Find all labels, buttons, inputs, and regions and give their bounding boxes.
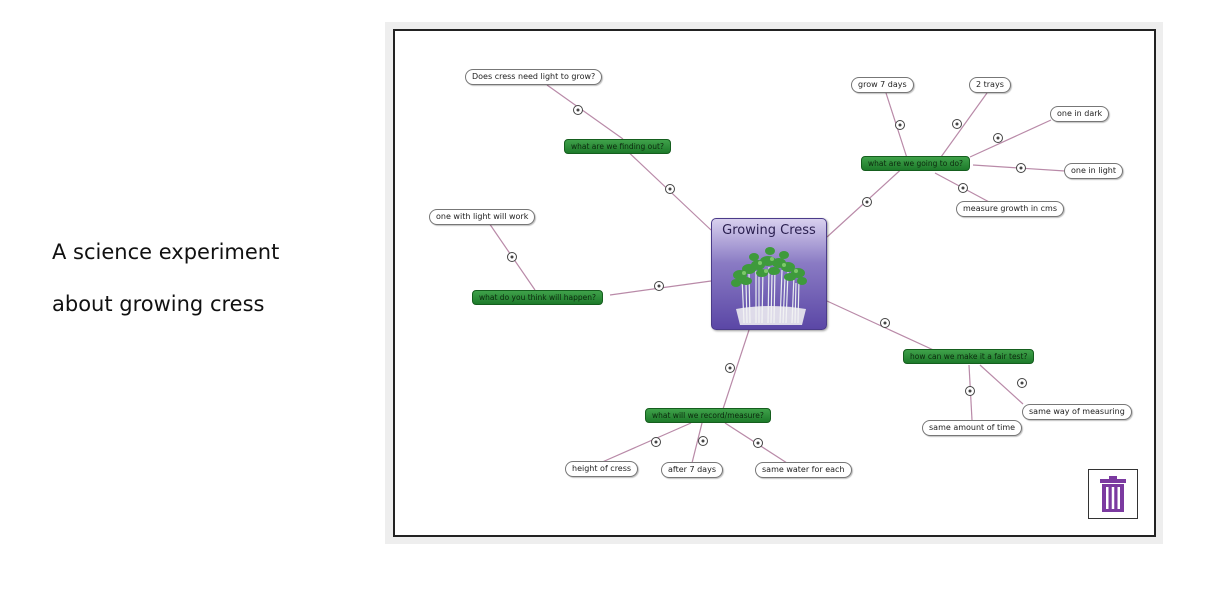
branch-node-will-happen[interactable]: what do you think will happen? xyxy=(472,290,603,305)
leaf-node[interactable]: 2 trays xyxy=(969,77,1011,93)
caption-line-1: A science experiment xyxy=(52,240,280,264)
mindmap-links xyxy=(488,84,1066,464)
branch-node-fair-test[interactable]: how can we make it a fair test? xyxy=(903,349,1035,364)
link-b2-l3 xyxy=(940,92,988,158)
trash-button[interactable] xyxy=(1088,469,1138,519)
link-b5-l10 xyxy=(599,422,692,464)
caption-line-2: about growing cress xyxy=(52,292,265,316)
leaf-node[interactable]: after 7 days xyxy=(661,462,723,478)
leaf-node[interactable]: grow 7 days xyxy=(851,77,914,93)
center-node[interactable]: Growing Cress xyxy=(711,218,827,330)
link-center-b5 xyxy=(722,329,750,410)
mindmap-canvas[interactable]: Growing Cress xyxy=(393,29,1156,537)
caption: A science experiment about growing cress xyxy=(52,226,352,330)
link-b4-l8 xyxy=(979,364,1024,405)
branch-node-finding-out[interactable]: what are we finding out? xyxy=(564,139,671,154)
leaf-node[interactable]: one with light will work xyxy=(429,209,536,225)
leaf-node[interactable]: height of cress xyxy=(565,461,639,477)
leaf-node[interactable]: one in light xyxy=(1064,163,1123,179)
leaf-node[interactable]: Does cress need light to grow? xyxy=(465,69,603,85)
center-node-title: Growing Cress xyxy=(722,223,816,238)
leaf-node[interactable]: measure growth in cms xyxy=(956,201,1065,217)
link-b5-l11 xyxy=(691,422,703,464)
branch-node-record-measure[interactable]: what will we record/measure? xyxy=(645,408,771,423)
trash-icon xyxy=(1100,476,1126,512)
leaf-node[interactable]: same amount of time xyxy=(922,420,1023,436)
leaf-node[interactable]: same way of measuring xyxy=(1022,404,1132,420)
cress-image xyxy=(731,247,807,325)
leaf-node[interactable]: one in dark xyxy=(1050,106,1110,122)
link-b2-l4 xyxy=(969,119,1052,158)
leaf-node[interactable]: same water for each xyxy=(755,462,852,478)
link-b1-l1 xyxy=(546,84,624,140)
branch-node-going-to-do[interactable]: what are we going to do? xyxy=(861,156,971,171)
